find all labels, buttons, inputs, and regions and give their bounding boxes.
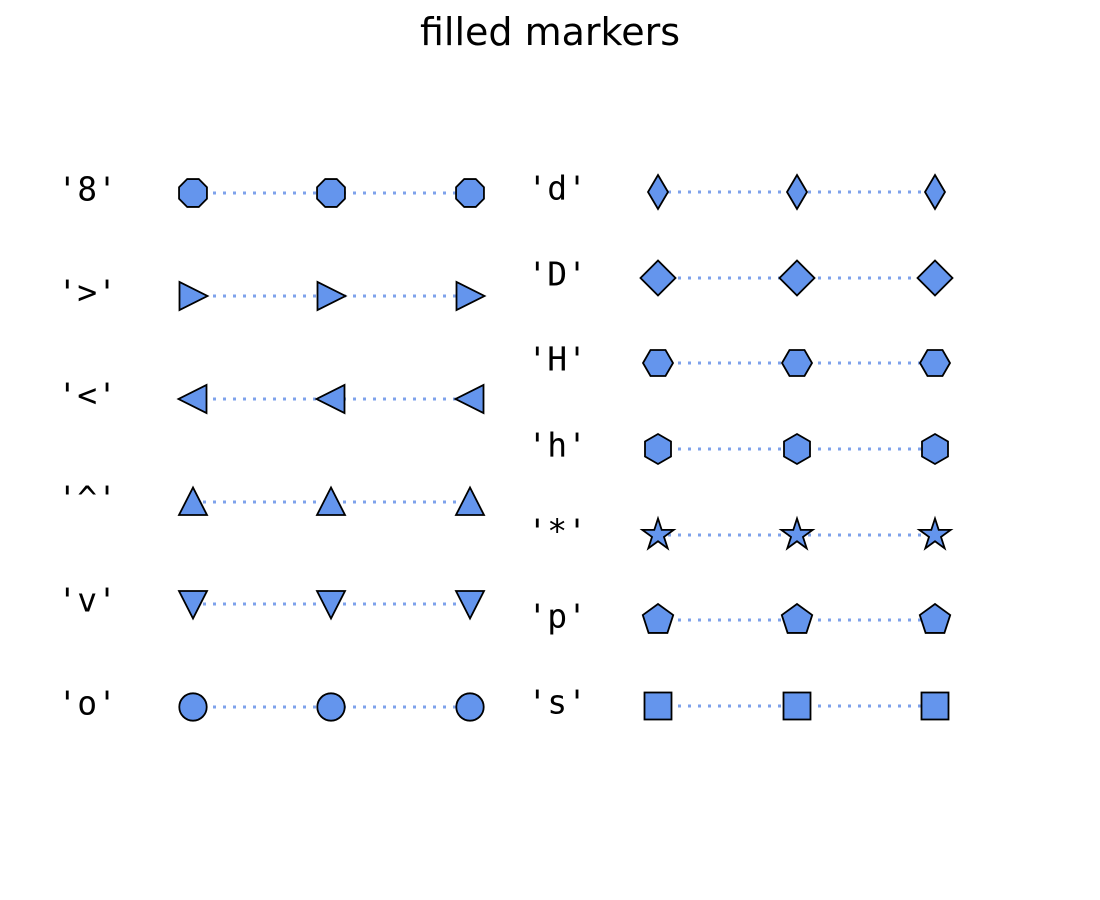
octagon-marker <box>316 178 346 208</box>
marker-label-square: 's' <box>527 682 587 722</box>
diamond-marker <box>916 259 954 297</box>
hexagon1-marker <box>644 433 672 465</box>
hexagon2-marker <box>919 349 951 377</box>
thin-diamond-marker <box>647 174 669 210</box>
pentagon-marker <box>641 603 675 634</box>
triangle-left-marker <box>177 384 208 414</box>
triangle-right-marker <box>178 281 209 311</box>
triangle-down-marker <box>316 590 346 620</box>
marker-label-thin-diamond: 'd' <box>527 168 587 208</box>
octagon-marker <box>455 178 485 208</box>
triangle-right-marker <box>316 281 347 311</box>
figure-title: filled markers <box>419 10 680 54</box>
marker-label-star: '*' <box>527 511 587 551</box>
diamond-marker <box>778 259 816 297</box>
marker-label-hexagon1: 'h' <box>527 425 587 465</box>
marker-label-octagon: '8' <box>57 169 117 209</box>
thin-diamond-marker <box>924 174 946 210</box>
circle-marker <box>178 692 208 722</box>
pentagon-marker <box>918 603 952 634</box>
marker-label-triangle-right: '>' <box>57 272 117 312</box>
star-marker <box>641 517 675 550</box>
pentagon-marker <box>780 603 814 634</box>
octagon-marker <box>178 178 208 208</box>
marker-label-triangle-down: 'v' <box>57 580 117 620</box>
marker-label-circle: 'o' <box>57 683 117 723</box>
star-marker <box>918 517 952 550</box>
star-marker <box>780 517 814 550</box>
triangle-down-marker <box>455 590 485 620</box>
hexagon2-marker <box>781 349 813 377</box>
circle-marker <box>316 692 346 722</box>
marker-label-triangle-up: '^' <box>57 478 117 518</box>
marker-label-triangle-left: '<' <box>57 375 117 415</box>
triangle-up-marker <box>455 486 485 516</box>
rows-layer <box>177 174 954 722</box>
triangle-up-marker <box>316 486 346 516</box>
hexagon1-marker <box>783 433 811 465</box>
circle-marker <box>455 692 485 722</box>
square-marker <box>782 691 812 721</box>
square-marker <box>643 691 673 721</box>
square-marker <box>920 691 950 721</box>
marker-label-pentagon: 'p' <box>527 596 587 636</box>
triangle-right-marker <box>455 281 486 311</box>
diamond-marker <box>639 259 677 297</box>
marker-label-hexagon2: 'H' <box>527 339 587 379</box>
triangle-up-marker <box>178 486 208 516</box>
marker-label-diamond: 'D' <box>527 254 587 294</box>
triangle-left-marker <box>454 384 485 414</box>
hexagon1-marker <box>921 433 949 465</box>
hexagon2-marker <box>642 349 674 377</box>
triangle-left-marker <box>315 384 346 414</box>
triangle-down-marker <box>178 590 208 620</box>
thin-diamond-marker <box>786 174 808 210</box>
